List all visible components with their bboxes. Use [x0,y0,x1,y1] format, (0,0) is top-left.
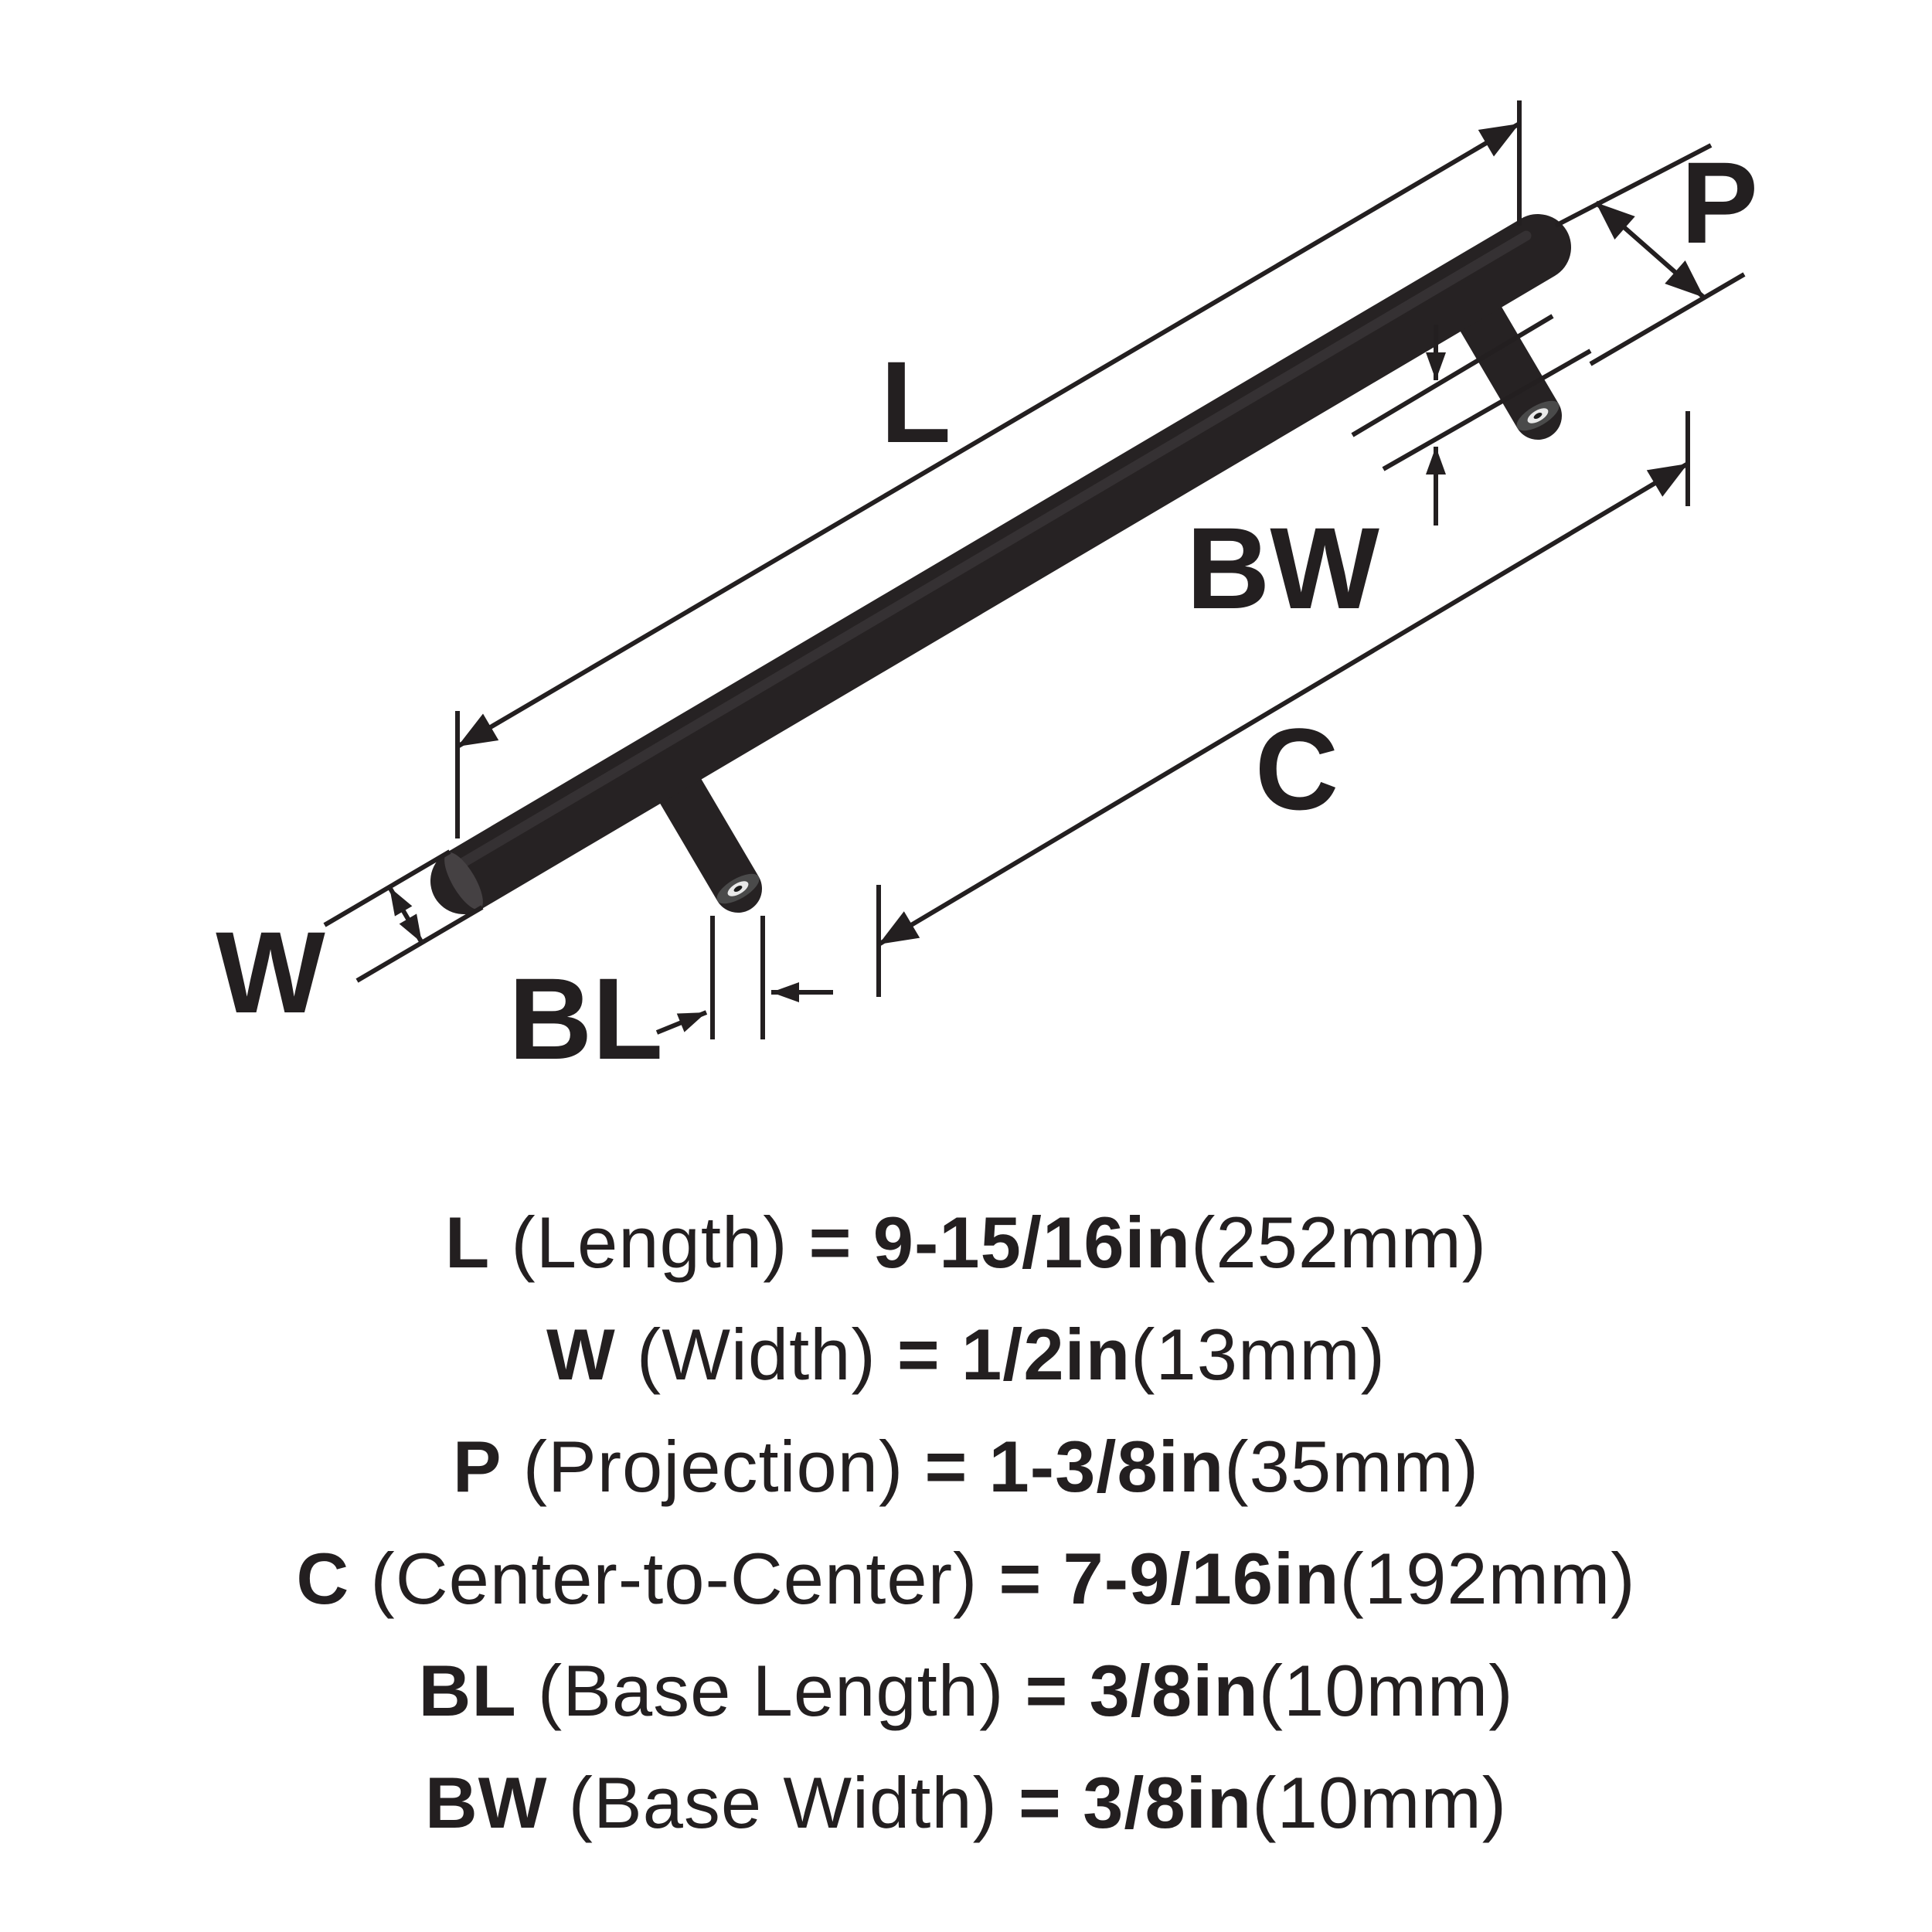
dim-ext-line [1382,349,1592,471]
legend-symbol: BW [424,1762,548,1843]
dim-base-length [655,916,833,1039]
legend-metric: (35mm) [1224,1426,1480,1507]
legend-value: 1/2in [961,1314,1131,1395]
legend-name: (Base Width) [568,1762,998,1843]
legend-row-center-to-center: C (Center-to-Center) = 7-9/16in(192mm) [0,1522,1932,1634]
legend-metric: (192mm) [1339,1538,1636,1619]
dim-line-length [456,121,1521,749]
legend-value: 7-9/16in [1063,1538,1340,1619]
dim-label-center: C [1255,704,1338,834]
dim-label-projection: P [1681,138,1758,267]
legend-metric: (10mm) [1258,1650,1514,1731]
legend-equals: = [896,1314,940,1395]
legend-equals: = [998,1538,1043,1619]
dim-ext-line [1351,314,1554,437]
dim-length [455,100,1522,838]
legend-row-base-length: BL (Base Length) = 3/8in(10mm) [0,1634,1932,1747]
legend-name: (Center-to-Center) [370,1538,978,1619]
post-face-rear [1516,400,1560,431]
legend-equals: = [1025,1650,1069,1731]
legend-metric: (10mm) [1252,1762,1508,1843]
dim-label-base-width: BW [1186,503,1379,633]
legend-symbol: L [444,1202,491,1283]
legend-name: (Base Length) [537,1650,1005,1731]
dim-ext-line [355,905,484,983]
legend-name: (Width) [636,1314,876,1395]
legend-symbol: C [296,1538,350,1619]
legend-metric: (13mm) [1131,1314,1386,1395]
dim-arrow-right [655,1010,708,1035]
dim-width [323,849,484,983]
legend-row-length: L (Length) = 9-15/16in(252mm) [0,1186,1932,1298]
dim-label-length: L [880,337,951,467]
screw-hole-rear [1533,413,1543,419]
legend-row-base-width: BW (Base Width) = 3/8in(10mm) [0,1747,1932,1859]
dim-line-projection [1594,200,1706,300]
dim-line-center [877,461,1689,947]
legend-value: 1-3/8in [988,1426,1225,1507]
legend: L (Length) = 9-15/16in(252mm) W (Width) … [0,1186,1932,1859]
legend-equals: = [924,1426,968,1507]
dim-projection [1554,143,1746,366]
dim-ext-line [1589,272,1746,366]
legend-name: (Projection) [522,1426,904,1507]
legend-symbol: W [546,1314,616,1395]
diagram-svg: L P BW C W [216,100,1758,1083]
dim-center-to-center [876,411,1690,997]
legend-row-width: W (Width) = 1/2in(13mm) [0,1298,1932,1410]
legend-row-projection: P (Projection) = 1-3/8in(35mm) [0,1410,1932,1522]
legend-value: 3/8in [1089,1650,1259,1731]
legend-metric: (252mm) [1191,1202,1488,1283]
dim-label-base-length: BL [509,954,663,1083]
legend-symbol: BL [418,1650,517,1731]
dim-double-arrow [387,886,424,944]
post-face-front [716,873,760,904]
legend-equals: = [1019,1762,1062,1843]
bar-pull-handle [430,214,1571,914]
dim-ext-line [1554,143,1713,228]
dim-ext-line [323,849,451,927]
legend-value: 3/8in [1083,1762,1253,1843]
legend-symbol: P [452,1426,502,1507]
dim-label-width: W [216,907,325,1037]
legend-equals: = [808,1202,852,1283]
screw-hole-front [733,886,743,892]
legend-value: 9-15/16in [872,1202,1192,1283]
legend-name: (Length) [511,1202,788,1283]
handle-bar-endcap-left [444,852,483,910]
